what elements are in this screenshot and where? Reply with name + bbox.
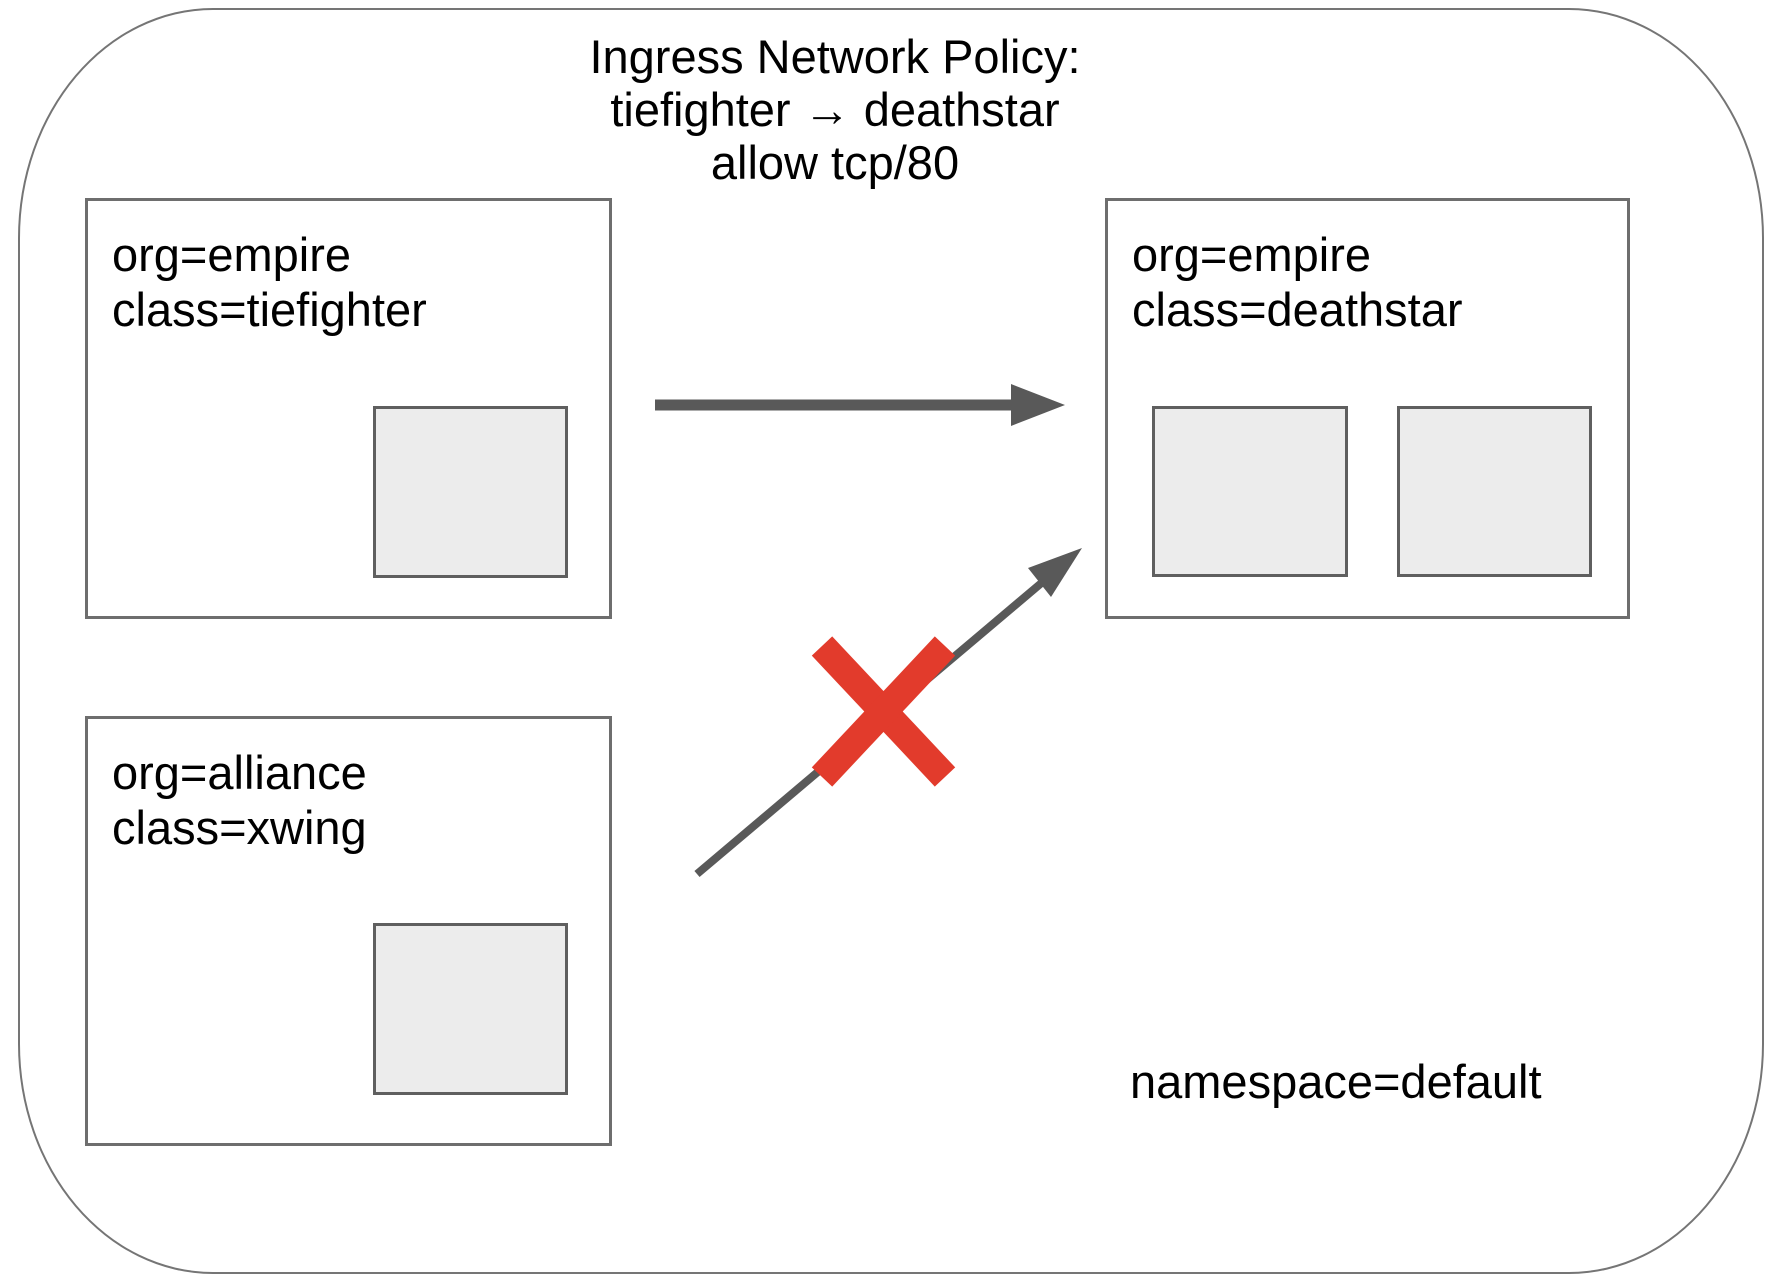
node-deathstar: org=empire class=deathstar xyxy=(1105,198,1630,619)
node-deathstar-labels: org=empire class=deathstar xyxy=(1132,227,1463,337)
node-xwing-labels: org=alliance class=xwing xyxy=(112,745,367,855)
pod-deathstar-1 xyxy=(1152,406,1348,577)
diagram-title: Ingress Network Policy: tiefighter → dea… xyxy=(505,30,1165,189)
pod-xwing xyxy=(373,923,568,1095)
title-line-3: allow tcp/80 xyxy=(710,136,960,189)
pod-deathstar-2 xyxy=(1397,406,1592,577)
namespace-label: namespace=default xyxy=(1130,1055,1542,1108)
label-class: class=deathstar xyxy=(1132,283,1463,336)
label-class: class=tiefighter xyxy=(112,283,427,336)
pod-tiefighter xyxy=(373,406,568,578)
title-line-1: Ingress Network Policy: xyxy=(589,30,1081,83)
label-org: org=empire xyxy=(112,228,352,281)
label-org: org=empire xyxy=(1132,228,1372,281)
node-tiefighter: org=empire class=tiefighter xyxy=(85,198,612,619)
node-xwing: org=alliance class=xwing xyxy=(85,716,612,1146)
title-line-2: tiefighter → deathstar xyxy=(610,83,1060,136)
label-class: class=xwing xyxy=(112,801,367,854)
node-tiefighter-labels: org=empire class=tiefighter xyxy=(112,227,427,337)
label-org: org=alliance xyxy=(112,746,367,799)
